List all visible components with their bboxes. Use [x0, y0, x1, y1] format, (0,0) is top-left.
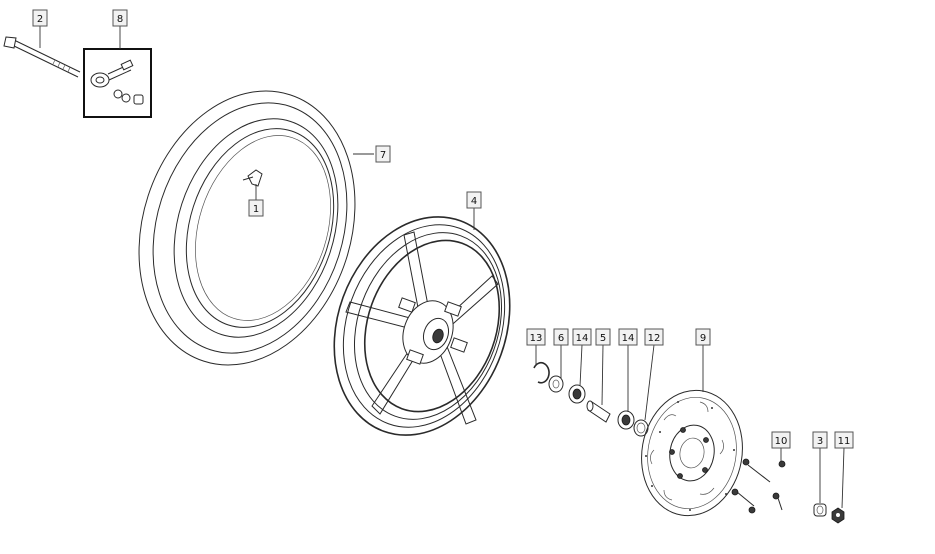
callout-label-14a: 14 — [576, 333, 589, 344]
callout-label-1: 1 — [253, 204, 259, 215]
callout-label-8: 8 — [117, 14, 123, 25]
leader-lines — [39, 26, 845, 509]
seal-part — [633, 419, 649, 437]
callout-7: 7 — [375, 145, 391, 163]
callout-1: 1 — [248, 199, 264, 217]
disc-bolts-part — [731, 458, 786, 514]
bearing-part-2 — [617, 410, 635, 430]
circlip-part — [533, 361, 550, 384]
callout-10: 10 — [771, 431, 791, 449]
rim-part — [333, 216, 511, 436]
callout-label-7: 7 — [380, 150, 386, 161]
callout-14a: 14 — [572, 328, 592, 346]
bearing-part-1 — [568, 384, 586, 404]
callout-8: 8 — [112, 9, 128, 27]
callout-2: 2 — [32, 9, 48, 27]
callout-label-4: 4 — [471, 196, 477, 207]
callout-label-12: 12 — [648, 333, 661, 344]
callout-label-13: 13 — [530, 333, 543, 344]
axle-nut-part — [831, 507, 845, 524]
callout-5: 5 — [595, 328, 611, 346]
callout-14b: 14 — [618, 328, 638, 346]
callout-12: 12 — [644, 328, 664, 346]
callout-9: 9 — [695, 328, 711, 346]
callout-label-14b: 14 — [622, 333, 635, 344]
callout-label-6: 6 — [558, 333, 564, 344]
tire-part — [138, 90, 356, 366]
axle-part — [3, 36, 81, 78]
callout-label-9: 9 — [700, 333, 706, 344]
callout-label-5: 5 — [600, 333, 606, 344]
speedometer-drive-kit — [83, 48, 152, 118]
callout-label-3: 3 — [817, 436, 823, 447]
callout-6: 6 — [553, 328, 569, 346]
callout-label-11: 11 — [838, 436, 851, 447]
callout-13: 13 — [526, 328, 546, 346]
callout-label-10: 10 — [775, 436, 788, 447]
callout-4: 4 — [466, 191, 482, 209]
callout-11: 11 — [834, 431, 854, 449]
bush-part — [813, 503, 827, 517]
valve-part — [242, 169, 263, 187]
brake-disc-part — [641, 389, 743, 517]
distance-tube-part — [586, 400, 611, 423]
callout-3: 3 — [812, 431, 828, 449]
spacer-part — [548, 375, 564, 393]
callout-label-2: 2 — [37, 14, 43, 25]
